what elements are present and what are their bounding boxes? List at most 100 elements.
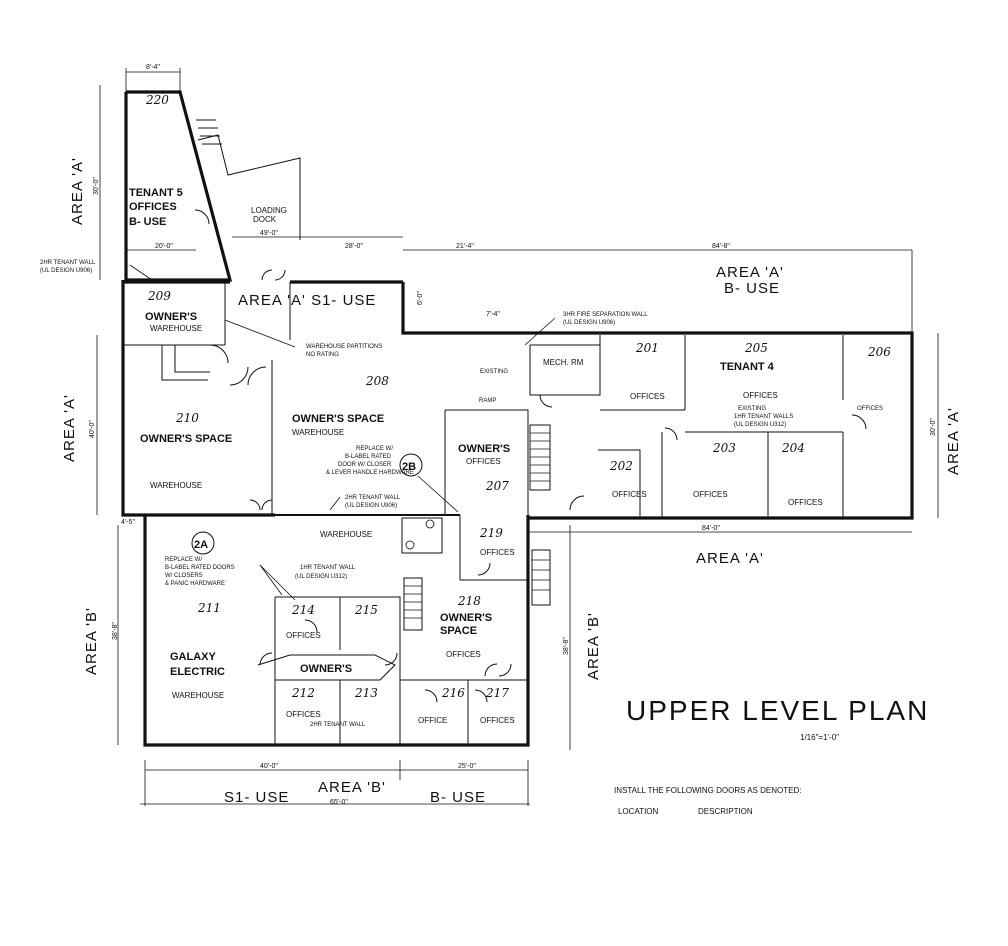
loading-dock-label: DOCK: [253, 215, 277, 224]
fire-separation-note: (UL DESIGN U906): [563, 320, 615, 326]
room-216-label: OFFICE: [418, 716, 447, 725]
area-label: AREA 'A': [696, 550, 764, 567]
wall-note: 2HR TENANT WALL: [40, 260, 96, 266]
door-2b-note: DOOR W/ CLOSER: [338, 462, 392, 468]
room-number-205: 205: [744, 341, 768, 355]
door-2a-note: REPLACE W/: [165, 557, 202, 563]
room-212-label: OFFICES: [286, 710, 321, 719]
dimension: 6'-0": [417, 291, 424, 305]
room-218-label: OWNER'S: [440, 612, 492, 624]
wall-note: (UL DESIGN U906): [40, 268, 92, 274]
area-label: AREA 'A': [61, 394, 78, 462]
dimension: 40'-0": [260, 763, 278, 770]
plan-title: UPPER LEVEL PLAN: [626, 695, 929, 726]
room-number-214: 214: [291, 603, 315, 617]
room-217-label: OFFICES: [480, 716, 515, 725]
dimension-lines: [96, 68, 939, 806]
door-tag-2a: 2A: [191, 531, 215, 555]
dimension: 84'-8": [712, 243, 730, 250]
room-number-219: 219: [479, 526, 503, 540]
room-213-note: 2HR TENANT WALL: [310, 722, 366, 728]
area-label: B- USE: [430, 789, 486, 806]
room-218-label: OFFICES: [446, 650, 481, 659]
ramp-label: EXISTING: [480, 369, 508, 375]
room-220-label: TENANT 5: [129, 187, 183, 199]
room-204-label: OFFICES: [788, 498, 823, 507]
dimension: 20'-0": [155, 243, 173, 250]
door-2b-note: B-LABEL RATED: [345, 454, 392, 460]
area-label: AREA 'A': [945, 407, 962, 475]
room-205-label: TENANT 4: [720, 361, 775, 373]
dimension: 4'-5": [121, 519, 135, 526]
dimension: 28'-0": [345, 243, 363, 250]
dimension: 84'-0": [702, 525, 720, 532]
area-label: AREA 'B': [318, 779, 386, 796]
area-label: AREA 'B': [83, 607, 100, 675]
room-208-label: OWNER'S SPACE: [292, 413, 384, 425]
room-208-label: WAREHOUSE: [292, 428, 344, 437]
plan-scale: 1/16"=1'-0": [800, 733, 839, 742]
dimension: 30'-0": [930, 418, 937, 436]
dimension: 30'-0": [93, 177, 100, 195]
door-2a-note: & PANIC HARDWARE: [165, 581, 225, 587]
room-210-label: OWNER'S SPACE: [140, 433, 232, 445]
leader-lines: [129, 264, 556, 601]
area-label: S1- USE: [224, 789, 289, 806]
room-number-216: 216: [441, 686, 465, 700]
room-206-label: OFFICES: [857, 406, 883, 412]
door-tag-2b: 2B: [399, 453, 423, 477]
room-205-note: 1HR TENANT WALLS: [734, 414, 793, 420]
dimension: 40'-0": [89, 420, 96, 438]
room-220-label: OFFICES: [129, 201, 177, 213]
ramp-label: RAMP: [479, 398, 496, 404]
stair-south: [403, 549, 551, 631]
room-number-207: 207: [485, 479, 509, 493]
dimension: 38'-8": [563, 637, 570, 655]
door-tag-2b-text: 2B: [402, 461, 416, 473]
door-2a-note: B-LABEL RATED DOORS: [165, 565, 235, 571]
room-number-212: 212: [291, 686, 315, 700]
owners-corridor-label: OWNER'S: [300, 663, 352, 675]
wall-note: (UL DESIGN U906): [345, 503, 397, 509]
room-205-note: (UL DESIGN U312): [734, 422, 786, 428]
dimension: 65'-0": [330, 799, 348, 806]
plan-note: DESCRIPTION: [698, 807, 753, 816]
room-205-note: EXISTING: [738, 406, 766, 412]
room-number-204: 204: [781, 441, 805, 455]
room-211-label: GALAXY: [170, 651, 217, 663]
loading-dock-label: LOADING: [251, 206, 287, 215]
room-number-220: 220: [145, 93, 169, 107]
room-number-209: 209: [147, 289, 171, 303]
door-2b-note: REPLACE W/: [356, 446, 393, 452]
area-label: AREA 'A' S1- USE: [238, 292, 376, 309]
room-203-label: OFFICES: [693, 490, 728, 499]
room-211-label: ELECTRIC: [170, 666, 225, 678]
room-207-label: OWNER'S: [458, 443, 510, 455]
wall-note: 2HR TENANT WALL: [345, 495, 401, 501]
fire-separation-note: 3HR FIRE SEPARATION WALL: [563, 312, 648, 318]
area-label: AREA 'A': [716, 264, 784, 281]
partitions-note: WAREHOUSE PARTITIONS: [306, 344, 382, 350]
room-211-label: WAREHOUSE: [172, 691, 224, 700]
room-201-label: OFFICES: [630, 392, 665, 401]
building-walls: [121, 90, 914, 747]
room-205-label: OFFICES: [743, 391, 778, 400]
plan-note: LOCATION: [618, 807, 659, 816]
door-2b-note: & LEVER HANDLE HARDWARE: [326, 470, 414, 476]
room-number-215: 215: [354, 603, 378, 617]
room-209-label: WAREHOUSE: [150, 324, 202, 333]
dimension: 38'-8": [112, 622, 119, 640]
stair-east: [529, 424, 551, 491]
mech-room-label: MECH. RM: [543, 358, 584, 367]
door-tag-2a-text: 2A: [194, 539, 208, 551]
room-210-label: WAREHOUSE: [150, 481, 202, 490]
wall-note: (UL DESIGN U312): [295, 574, 347, 580]
room-number-206: 206: [867, 345, 891, 359]
dimension: 21'-4": [456, 243, 474, 250]
area-label: AREA 'B': [585, 612, 602, 680]
plan-note: INSTALL THE FOLLOWING DOORS AS DENOTED:: [614, 786, 801, 795]
room-number-203: 203: [712, 441, 736, 455]
room-214-label: OFFICES: [286, 631, 321, 640]
partitions-note: NO RATING: [306, 352, 339, 358]
